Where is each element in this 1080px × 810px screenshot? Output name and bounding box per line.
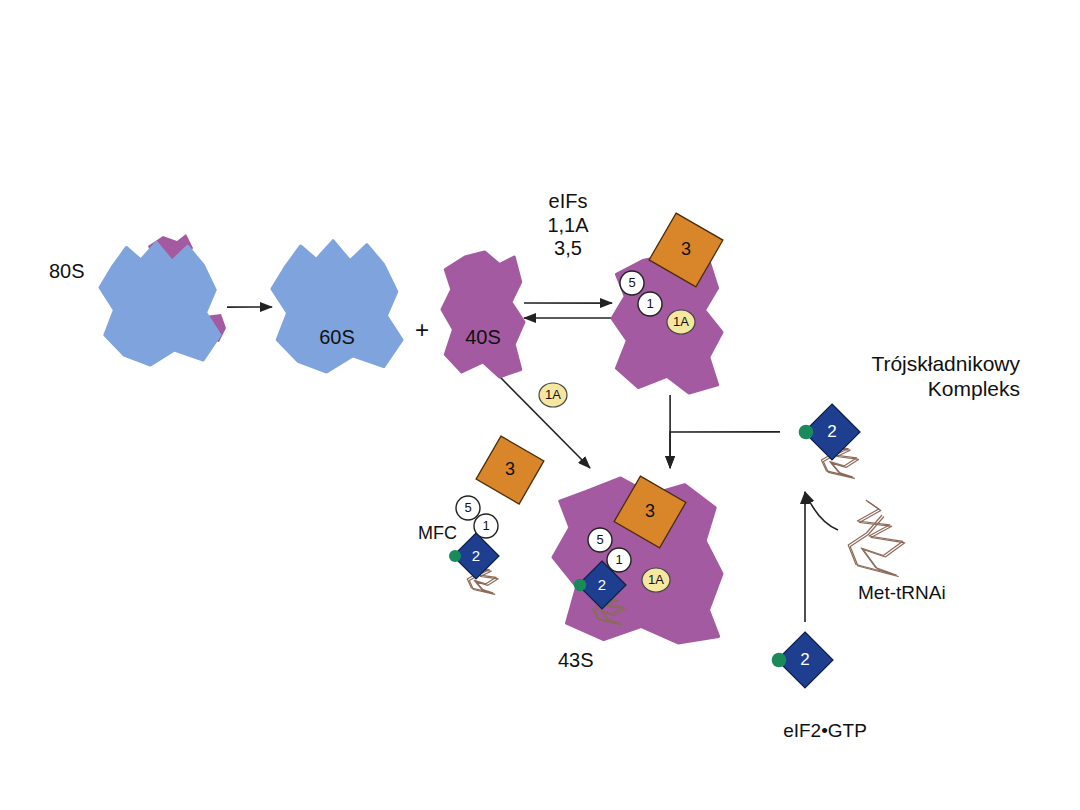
text-holder: MFC [418,523,468,544]
eif1a-oval: 1A [538,382,568,408]
complex-group: Trójskładnikowy Kompleks 2 [780,352,1025,492]
arrow-connector [524,302,612,304]
ribosome-80s: 80S [45,232,227,367]
node-text: Met-tRNAi [858,582,976,604]
text-holder: eIF2•GTP [760,720,890,742]
eif3-square: 3 [648,212,724,288]
initiation-complex: 3 51 1A [612,210,730,395]
node-text: eIF2•GTP [760,720,890,742]
gtp-dot [449,550,461,562]
gtp-dot [574,579,586,591]
text-holder: 43S [558,649,618,673]
eif3-square: 3 [613,475,687,549]
eif1a-shape [539,383,567,407]
node-text: Trójskładnikowy Kompleks [780,352,1020,402]
text-holder: 80S [49,260,99,284]
node-text: 1 [615,552,622,567]
trna-strand [848,500,903,575]
factor-circle: 5 [619,270,645,296]
eif3-shape [614,476,686,548]
node-text: 3 [505,459,515,480]
subunit-40s-shape [442,252,524,377]
factor-circle: 5 [587,527,613,553]
factor-circle-shape [607,548,631,572]
node-text: 3 [645,501,655,522]
node-text: MFC [418,523,468,544]
subunit-60s-shape [100,243,220,366]
trna-figure: Met-tRNAi [838,500,978,612]
node-text: 2 [827,422,836,442]
factor-circle-shape [456,496,480,520]
edge-label: eIFs 1,1A 3,5 [536,190,600,261]
gtp-dot [772,653,787,668]
subunit-60s-outline [272,238,402,372]
text-holder: Met-tRNAi [858,582,976,604]
text-holder: 2 [777,632,833,688]
eif3-shape [476,436,544,504]
node-text: 40S [442,326,524,350]
node-text: 2 [800,650,809,670]
eif2-gtp: 2 eIF2•GTP [760,622,890,750]
text-holder: eIFs 1,1A 3,5 [536,190,600,261]
node-text: 1A [545,387,561,402]
node-text: 3 [681,239,691,260]
node-text: 1A [673,314,689,329]
subunit-40s: 40S [442,252,524,377]
eif2-diamond: 2 [804,404,860,460]
subunit-40s-outline [442,252,524,377]
subunit-60s-shape [272,241,402,372]
eif1a-shape [642,568,670,592]
ribosome-80s-outline [45,232,227,367]
node-text: 2 [472,547,480,565]
arrow-connector [670,432,780,468]
eif1a-shape [667,310,695,334]
factor-circle: 1 [473,513,499,539]
node-text: 2 [598,576,606,594]
text-holder: 40S [442,326,524,350]
factor-circle-shape [620,271,644,295]
node-text: 80S [49,260,99,284]
eif3-shape [649,213,723,287]
factor-circle-shape [588,528,612,552]
node-text: 43S [558,649,618,673]
eif1a-oval: 1A [666,309,696,335]
arrow-connector [524,317,612,319]
arrow-connector [227,306,272,308]
node-text: 5 [596,532,603,547]
text-holder: Trójskładnikowy Kompleks [780,352,1020,402]
factor-circle-shape [474,514,498,538]
text-holder: + [410,316,434,344]
node-text: 60S [272,326,402,350]
eif2-diamond: 2 [453,533,499,579]
complex-group: MFC 3 512 [412,432,550,604]
trna-strand [850,502,905,577]
text-holder: 60S [272,326,402,350]
eif1a-oval: 1A [641,567,671,593]
arrow-connector [804,492,806,622]
eif3-square: 3 [475,435,545,505]
node-text: 5 [464,500,471,515]
plus-sign: + [410,316,434,344]
node-text: 5 [628,275,635,290]
gtp-dot [799,425,814,440]
factor-circle-shape [638,292,662,316]
subunit-40s-shape [612,255,722,393]
subunit-60s: 60S [272,238,402,372]
node-text: 1 [646,296,653,311]
factor-circle: 1 [637,291,663,317]
arrow-connector [805,492,838,530]
node-text: 1A [648,572,664,587]
complex-43s: 43S 3 512 1A [550,468,730,673]
node-text: 1 [482,518,489,533]
factor-circle: 1 [606,547,632,573]
